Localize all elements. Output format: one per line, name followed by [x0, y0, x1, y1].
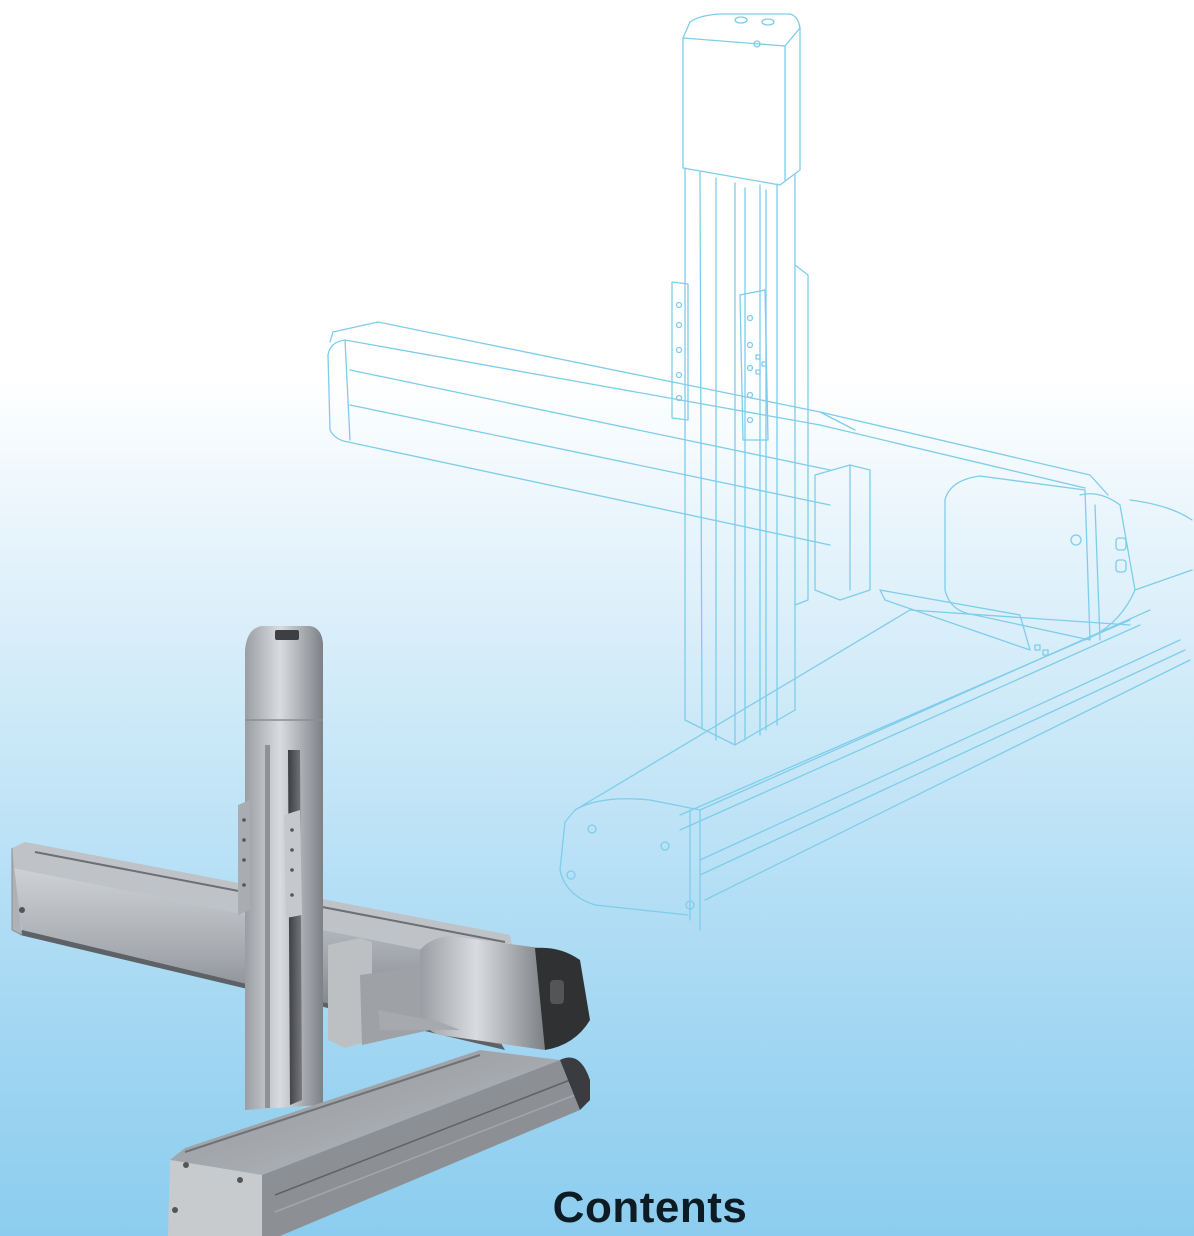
- outline-column-carriage: [671, 264, 809, 606]
- outline-column-body: [684, 167, 796, 746]
- page-title: Contents: [552, 1183, 748, 1232]
- outline-x-rail: [559, 499, 1193, 931]
- photo-x-rail: [168, 1010, 590, 1236]
- photo-column: [238, 626, 323, 1110]
- photo-motor-block: [328, 936, 590, 1050]
- outline-y-beam: [327, 321, 1109, 546]
- outline-motor-block: [814, 464, 1136, 641]
- outline-column-cap: [682, 13, 801, 186]
